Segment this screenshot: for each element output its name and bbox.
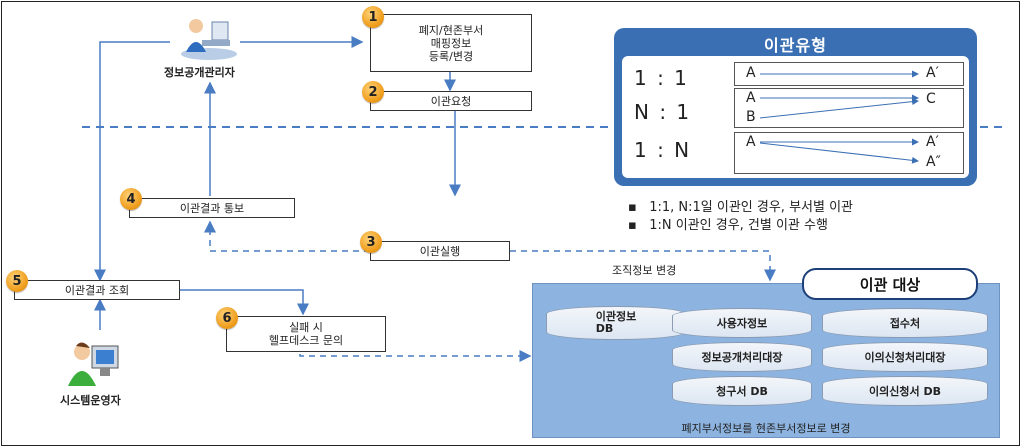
step6-badge: 6 xyxy=(216,307,238,329)
step3-box: 이관실행 xyxy=(370,241,510,261)
org-change-label: 조직정보 변경 xyxy=(612,264,677,277)
step5-badge: 5 xyxy=(6,270,28,292)
step6-box: 실패 시 헬프데스크 문의 xyxy=(226,316,386,352)
step6-label: 실패 시 헬프데스크 문의 xyxy=(268,321,344,347)
step2-box: 이관요청 xyxy=(370,91,532,111)
note-2-text: 1:N 이관인 경우, 건별 이관 수행 xyxy=(649,218,828,233)
map-1-n-left: A xyxy=(746,134,756,150)
db-reception: 접수처 xyxy=(822,308,988,338)
map-1-n-right-b: A″ xyxy=(926,154,941,170)
step5-box: 이관결과 조회 xyxy=(14,280,180,300)
db-transfer-info: 이관정보 DB xyxy=(546,306,686,340)
step3-label: 이관실행 xyxy=(419,244,461,258)
step3-badge: 3 xyxy=(360,231,382,253)
transfer-target-title: 이관 대상 xyxy=(802,268,978,300)
map-1-n-right-a: A′ xyxy=(926,134,939,150)
db-user-info: 사용자정보 xyxy=(672,308,812,338)
arrow-step5-to-step6 xyxy=(180,289,309,316)
db-objection: 이의신청서 DB xyxy=(822,376,988,406)
step4-badge: 4 xyxy=(120,188,142,210)
step1-box: 폐지/현존부서 매핑정보 등록/변경 xyxy=(370,14,532,72)
map-n-1-left-b: B xyxy=(746,109,756,125)
note-1-text: 1:1, N:1일 이관인 경우, 부서별 이관 xyxy=(649,200,854,215)
note-2: ▪ 1:N 이관인 경우, 건별 이관 수행 xyxy=(628,218,828,233)
arrow-admin-to-step5 xyxy=(94,41,170,282)
db-objection-ledger: 이의신청처리대장 xyxy=(822,342,988,372)
map-1-1-left: A xyxy=(746,65,756,81)
step1-badge: 1 xyxy=(362,6,384,28)
transfer-type-title: 이관유형 xyxy=(764,36,827,55)
step2-badge: 2 xyxy=(362,81,384,103)
arrow-step3-to-step4 xyxy=(204,220,370,252)
operator-label: 시스템운영자 xyxy=(60,394,121,407)
arrow-step3-to-target xyxy=(510,250,776,282)
ratio-n-1: N : 1 xyxy=(634,100,692,124)
step4-box: 이관결과 통보 xyxy=(129,198,295,218)
step2-label: 이관요청 xyxy=(430,94,472,108)
map-n-1-left-a: A xyxy=(746,90,756,106)
arrow-step6-to-target xyxy=(299,350,532,362)
map-n-1-right: C xyxy=(926,91,936,107)
ratio-1-n: 1 : N xyxy=(634,138,692,162)
ratio-1-1: 1 : 1 xyxy=(634,66,689,90)
step1-label: 폐지/현존부서 매핑정보 등록/변경 xyxy=(418,23,484,63)
db-claim: 청구서 DB xyxy=(672,376,812,406)
note-1: ▪ 1:1, N:1일 이관인 경우, 부서별 이관 xyxy=(628,200,854,215)
operator-icon xyxy=(66,338,126,394)
step5-label: 이관결과 조회 xyxy=(64,283,130,297)
admin-icon xyxy=(178,14,240,66)
admin-label: 정보공개관리자 xyxy=(164,66,235,79)
target-footer: 폐지부서정보를 현존부서정보로 변경 xyxy=(681,422,851,435)
db-disclosure-ledger: 정보공개처리대장 xyxy=(672,342,812,372)
map-1-1-right: A′ xyxy=(926,65,939,81)
step4-label: 이관결과 통보 xyxy=(179,201,245,215)
